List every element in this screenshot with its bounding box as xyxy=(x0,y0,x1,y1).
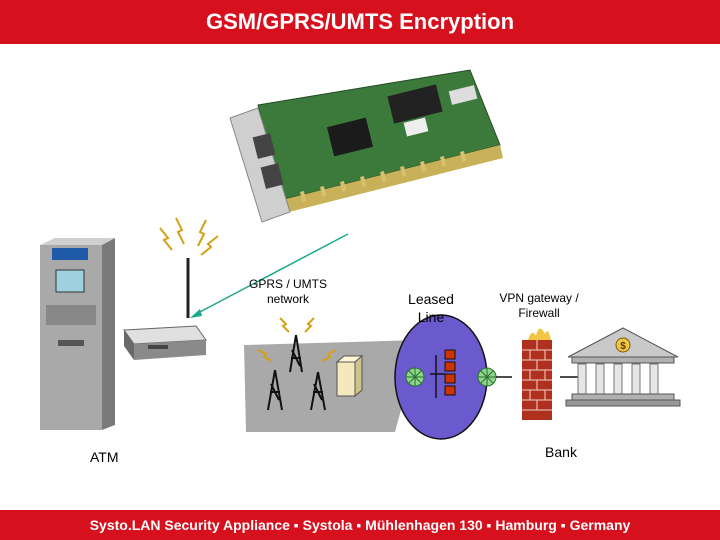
antenna-icon xyxy=(159,217,219,318)
footer-bar: Systo.LAN Security Appliance ▪ Systola ▪… xyxy=(0,510,720,540)
network-label: GPRS / UMTS network xyxy=(243,277,333,307)
server-icon xyxy=(335,354,364,398)
link-line xyxy=(195,233,349,315)
vpn-label-line-2: Firewall xyxy=(518,306,560,320)
network-area xyxy=(244,340,420,432)
network-label-line-1: GPRS / UMTS xyxy=(248,277,327,291)
leased-label-line-2: Line xyxy=(417,309,445,325)
atm-label: ATM xyxy=(90,449,119,465)
radio-tower-icon xyxy=(267,334,326,411)
globe-icon xyxy=(477,367,497,387)
atm-machine xyxy=(40,238,115,430)
router-stack xyxy=(430,349,456,398)
vpn-gateway-label: VPN gateway / Firewall xyxy=(484,291,594,321)
modem-icon xyxy=(123,325,207,360)
signal-waves-icon xyxy=(257,317,337,362)
bank-building-icon: $ xyxy=(565,327,681,407)
globe-icon xyxy=(405,367,425,387)
pci-card-image xyxy=(229,69,503,223)
leased-line-label: Leased Line xyxy=(392,290,470,326)
bank-label: Bank xyxy=(545,444,577,460)
leased-label-line-1: Leased xyxy=(408,291,454,307)
page-title: GSM/GPRS/UMTS Encryption xyxy=(0,0,720,44)
svg-text:$: $ xyxy=(620,341,626,352)
network-label-line-2: network xyxy=(266,292,310,306)
vpn-label-line-1: VPN gateway / xyxy=(499,291,579,305)
network-diagram: $ xyxy=(40,69,681,440)
firewall-icon xyxy=(522,328,552,420)
link-arrowhead xyxy=(190,309,202,318)
